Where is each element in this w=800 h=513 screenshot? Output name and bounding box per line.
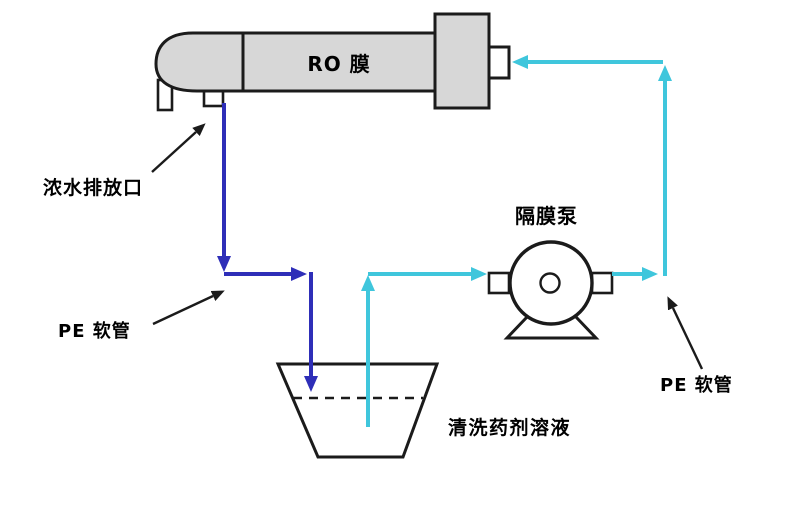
ro-membrane-label: RO 膜 [307,52,371,76]
pe-hose-left-label: PE 软管 [58,321,131,342]
membrane-left-cap [154,31,245,93]
drain-port-pointer-arrow [151,123,206,173]
pump-port-right [590,271,614,295]
membrane-body [241,31,437,93]
pe-hose-right-label: PE 软管 [660,375,733,396]
pe-hose-left-pointer-arrow [152,290,225,326]
pump-stand [503,315,600,340]
pe-hose-right-pointer-arrow [667,296,704,370]
pump-center-circle [539,272,561,294]
solution-tank [275,362,440,459]
cleaning-solution-label: 清洗药剂溶液 [448,417,572,439]
membrane-end-block [433,12,491,110]
concentrate-drain-port-label: 浓水排放口 [43,177,144,199]
pump-port-left [487,271,511,295]
membrane-inlet-nub [487,45,511,80]
diaphragm-pump-label: 隔膜泵 [515,204,578,228]
